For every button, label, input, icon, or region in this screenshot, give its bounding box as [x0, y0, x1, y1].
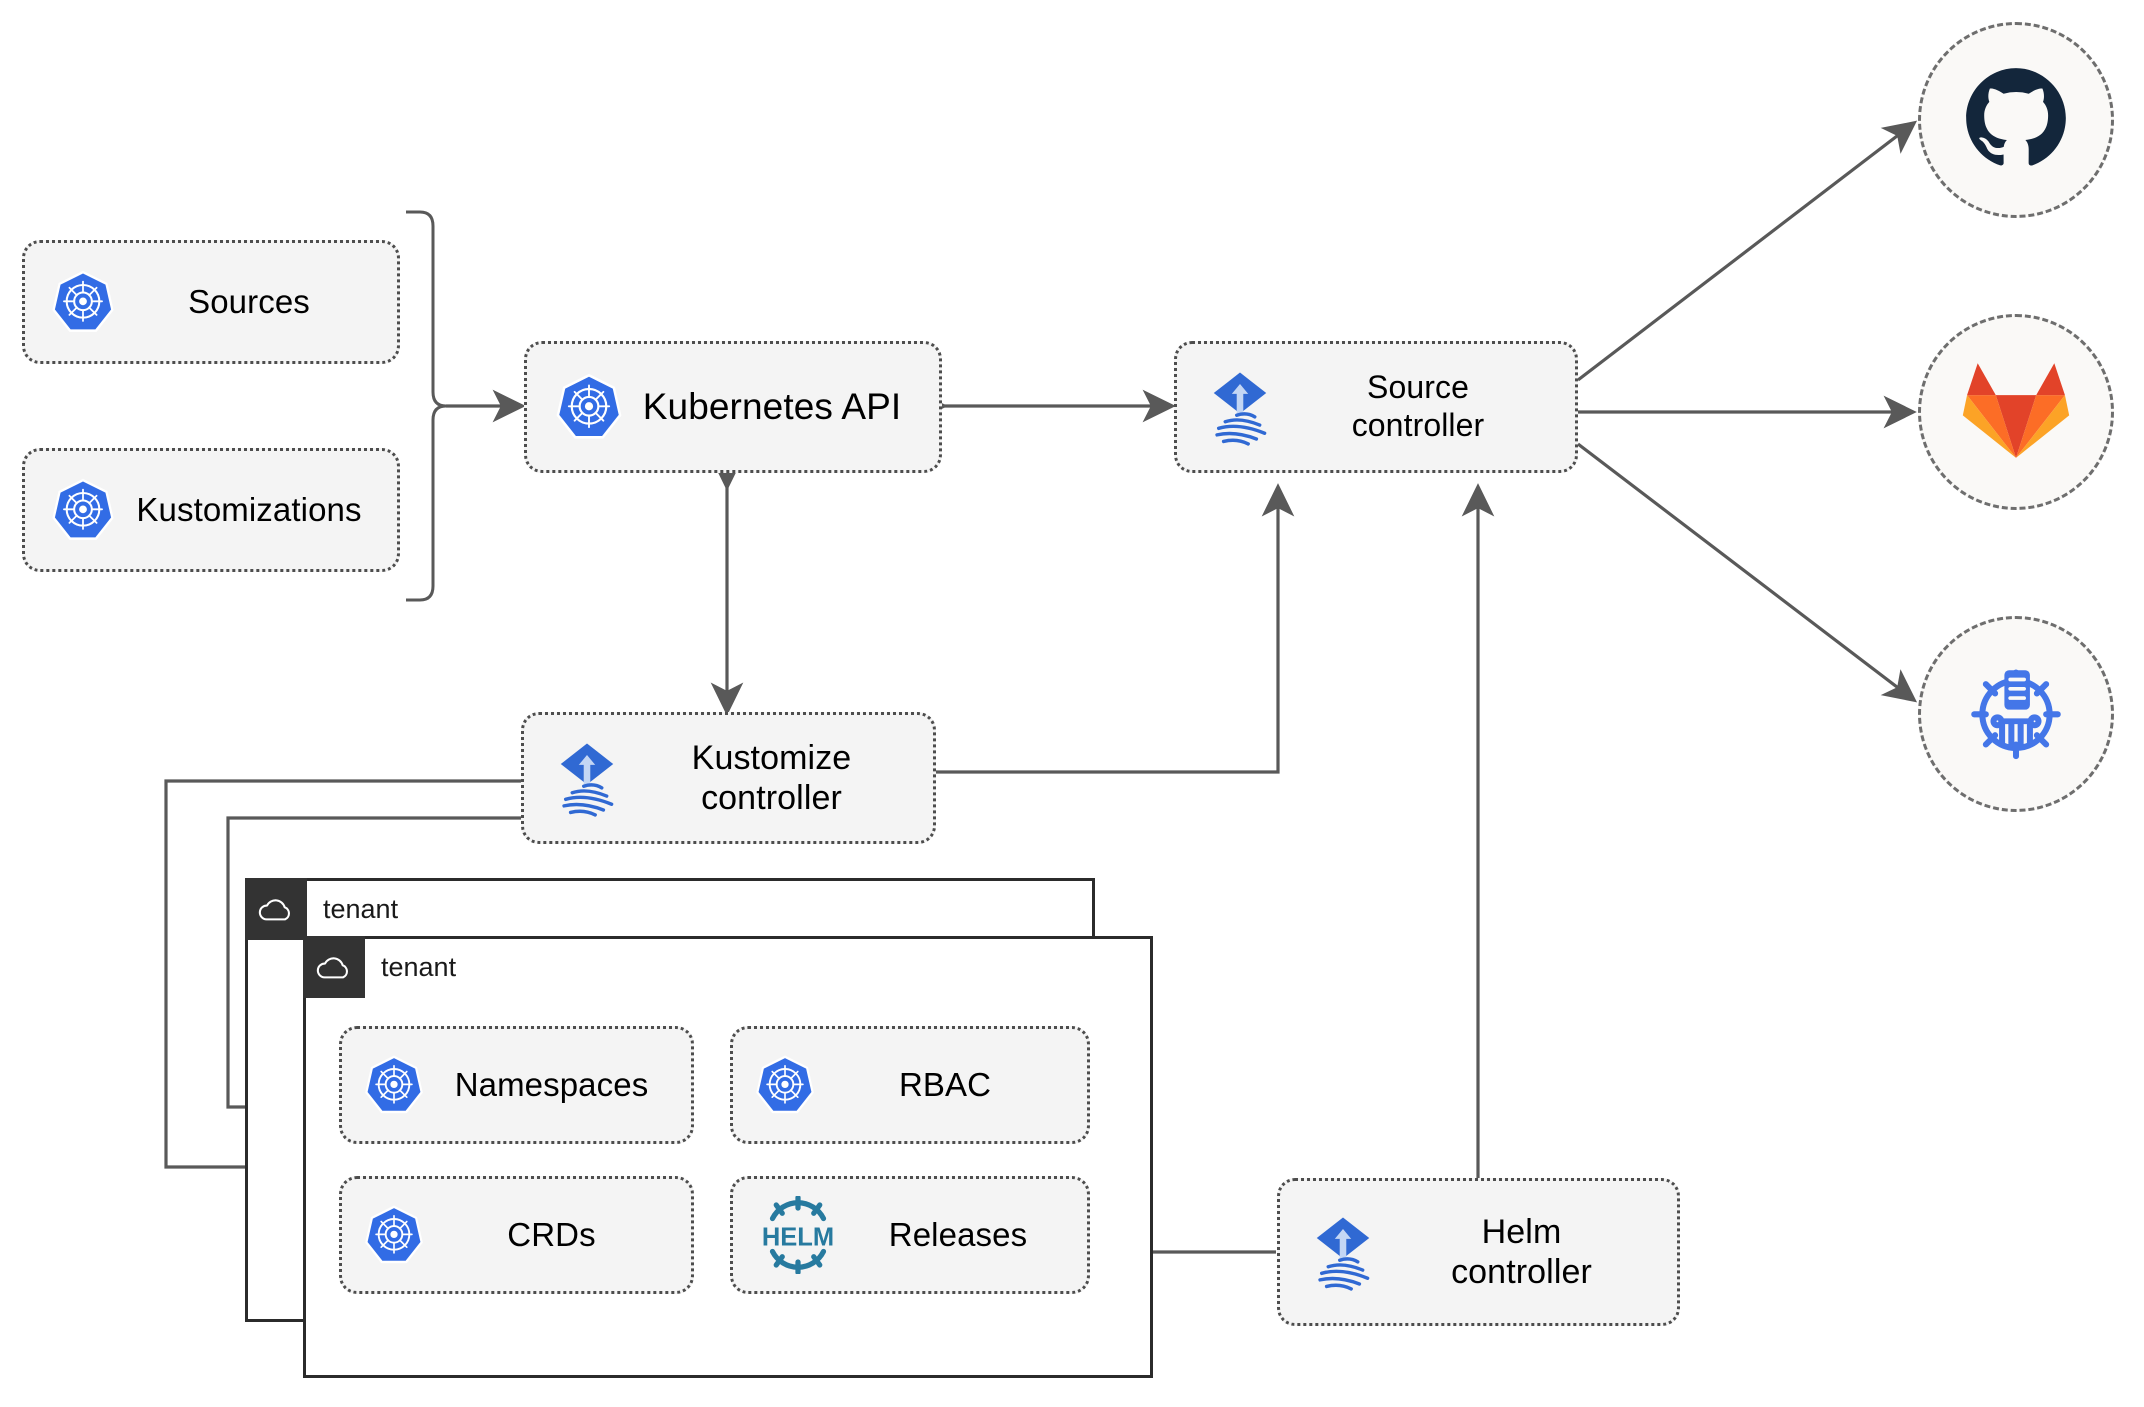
helm-repo-icon: [1958, 654, 2074, 775]
node-crds[interactable]: CRDs: [339, 1176, 694, 1294]
node-label: Kustomizations: [136, 490, 362, 528]
wire-source-to-helmrepo: [1577, 442, 1918, 703]
wire-kustomize-to-source: [936, 483, 1295, 774]
node-label: Namespaces: [454, 1065, 649, 1103]
tenant-label: tenant: [323, 893, 399, 924]
tenant-inner[interactable]: tenant: [303, 936, 1153, 1378]
tenant-label: tenant: [381, 951, 457, 982]
flux-icon: [546, 737, 628, 819]
node-label: CRDs: [507, 1215, 596, 1253]
cloud-icon: [245, 878, 307, 940]
node-label: Kubernetes API: [642, 386, 902, 428]
node-label: Releases: [888, 1215, 1028, 1253]
node-helm-controller[interactable]: Helm controller: [1277, 1178, 1680, 1326]
node-gitlab[interactable]: [1918, 314, 2114, 510]
node-label: Sources: [188, 282, 310, 320]
node-label: Helm controller: [1451, 1212, 1592, 1291]
kubernetes-icon: [49, 268, 117, 336]
node-rbac[interactable]: RBAC: [730, 1026, 1090, 1144]
node-label: Source controller: [1351, 369, 1485, 443]
tenant-header: tenant: [303, 936, 456, 998]
node-kubernetes-api[interactable]: Kubernetes API: [524, 341, 942, 473]
svg-text:HELM: HELM: [762, 1224, 834, 1252]
flux-icon: [1302, 1211, 1384, 1293]
tenant-header: tenant: [245, 878, 398, 940]
kubernetes-icon: [753, 1053, 817, 1117]
node-label: RBAC: [898, 1065, 992, 1103]
node-source-controller[interactable]: Source controller: [1174, 341, 1578, 473]
node-kustomize-controller[interactable]: Kustomize controller: [521, 712, 936, 844]
github-icon: [1964, 66, 2068, 175]
node-label: Kustomize controller: [691, 738, 852, 817]
node-namespaces[interactable]: Namespaces: [339, 1026, 694, 1144]
kubernetes-icon: [362, 1203, 426, 1267]
kubernetes-icon: [49, 476, 117, 544]
gitlab-icon: [1962, 360, 2070, 465]
helm-icon: HELM: [753, 1196, 843, 1274]
node-releases[interactable]: HELM Releases: [730, 1176, 1090, 1294]
node-github[interactable]: [1918, 22, 2114, 218]
bracket-sources-kustomizations: [406, 210, 447, 602]
node-helm-repository[interactable]: [1918, 616, 2114, 812]
kubernetes-icon: [362, 1053, 426, 1117]
flux-icon: [1199, 366, 1281, 448]
kubernetes-icon: [553, 371, 625, 443]
node-sources[interactable]: Sources: [22, 240, 400, 364]
wire-source-to-github: [1577, 120, 1918, 382]
node-kustomizations[interactable]: Kustomizations: [22, 448, 400, 572]
cloud-icon: [303, 936, 365, 998]
